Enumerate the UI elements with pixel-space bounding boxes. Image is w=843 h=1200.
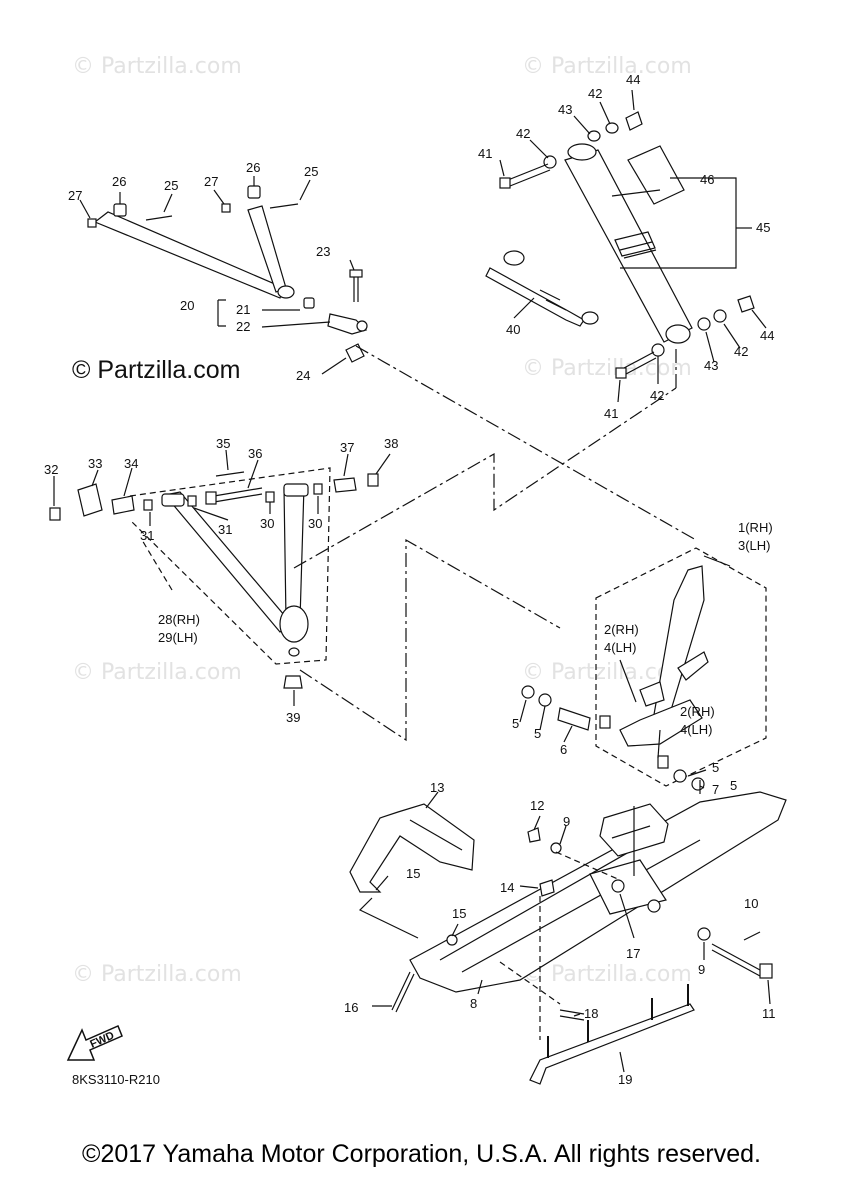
callout: 27 [204,174,218,189]
callout: 7 [712,782,719,797]
callout: 10 [744,896,758,911]
callout: 22 [236,319,250,334]
callout: 11 [762,1006,776,1021]
ski-runner [529,984,695,1085]
callout: 41 [478,146,492,161]
callout: 45 [756,220,770,235]
callout: 1(RH) [738,520,773,535]
callout: 2(RH) [604,622,639,637]
diagram-code: 8KS3110-R210 [72,1072,160,1087]
watermark: © Partzilla.com [522,356,692,381]
upper-arm-assembly [87,185,368,363]
callout: 4(LH) [680,722,713,737]
callout: 42 [588,86,602,101]
callout: 17 [626,946,640,961]
callout: 30 [308,516,322,531]
callout: 15 [452,906,466,921]
callout: 35 [216,436,230,451]
lower-arm-assembly [49,471,379,689]
callout: 25 [164,178,178,193]
callout: 20 [180,298,194,313]
watermark: © Partzilla.com [72,660,242,685]
callout: 5 [534,726,541,741]
callout: 37 [340,440,354,455]
callout: 9 [698,962,705,977]
callout: 43 [558,102,572,117]
spring-tool [485,250,599,327]
callout: 41 [604,406,618,421]
callout: 28(RH) [158,612,200,627]
callout: 36 [248,446,262,461]
callout: 12 [530,798,544,813]
copyright-footer: ©2017 Yamaha Motor Corporation, U.S.A. A… [82,1140,761,1168]
callout: 33 [88,456,102,471]
callout: 31 [140,528,154,543]
callout: 15 [406,866,420,881]
callout: 16 [344,1000,358,1015]
callout: 29(LH) [158,630,198,645]
callout: 42 [734,344,748,359]
callout: 4(LH) [604,640,637,655]
callout: 18 [584,1006,598,1021]
callout: 9 [563,814,570,829]
fwd-arrow-icon [66,1025,123,1061]
ski-handle [349,803,475,893]
callout: 42 [650,388,664,403]
watermark: © Partzilla.com [72,962,242,987]
callout: 14 [500,880,514,895]
callout: 27 [68,188,82,203]
callout: 26 [246,160,260,175]
callout: 42 [516,126,530,141]
callout: 32 [44,462,58,477]
callout: 44 [626,72,640,87]
callout: 44 [760,328,774,343]
callout: 8 [470,996,477,1011]
callout: 21 [236,302,250,317]
callout: 2(RH) [680,704,715,719]
callout: 25 [304,164,318,179]
callout: 5 [730,778,737,793]
callout-labels: 1(RH) 3(LH) 2(RH) 4(LH) 2(RH) 4(LH) 5 5 … [44,72,776,1087]
callout: 13 [430,780,444,795]
callout: 5 [712,760,719,775]
ski-spindle [599,565,709,769]
watermark: © Partzilla.com [522,54,692,79]
callout: 30 [260,516,274,531]
callout: 31 [218,522,232,537]
watermark: © Partzilla.com [72,54,242,79]
callout: 23 [316,244,330,259]
callout: 26 [112,174,126,189]
callout: 38 [384,436,398,451]
callout: 34 [124,456,138,471]
callout: 19 [618,1072,632,1087]
callout: 43 [704,358,718,373]
shock-absorber [499,111,755,379]
callout: 6 [560,742,567,757]
ski [409,791,787,993]
callout: 5 [512,716,519,731]
callout: 3(LH) [738,538,771,553]
watermark-main: © Partzilla.com [72,356,241,384]
callout: 40 [506,322,520,337]
watermark: © Partzilla.com [522,962,692,987]
callout: 46 [700,172,714,187]
fwd-label: FWD [88,1030,116,1051]
callout: 39 [286,710,300,725]
callout: 24 [296,368,310,383]
